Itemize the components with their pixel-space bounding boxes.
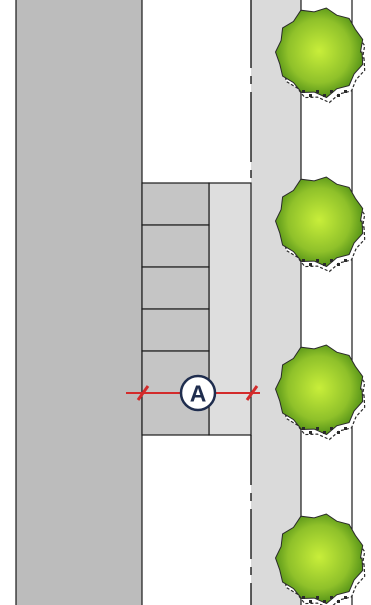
section-marker-label: A	[190, 381, 207, 407]
section-tick-left	[136, 385, 150, 401]
tree-icon	[274, 7, 366, 104]
sidewalk-strip	[251, 0, 301, 605]
section-marker-circle	[179, 374, 217, 412]
stair-tread	[141, 350, 210, 394]
stair-tread	[141, 224, 210, 268]
stair-tread	[141, 266, 210, 310]
stair-tread	[141, 308, 210, 352]
section-tick-right	[245, 385, 259, 401]
tree-icon	[274, 344, 366, 441]
section-marker: A	[126, 374, 260, 412]
stair-tread	[141, 182, 210, 226]
building	[15, 0, 143, 605]
tree-icon	[274, 176, 366, 273]
street-trees	[274, 7, 366, 605]
tree-icon	[274, 513, 366, 605]
